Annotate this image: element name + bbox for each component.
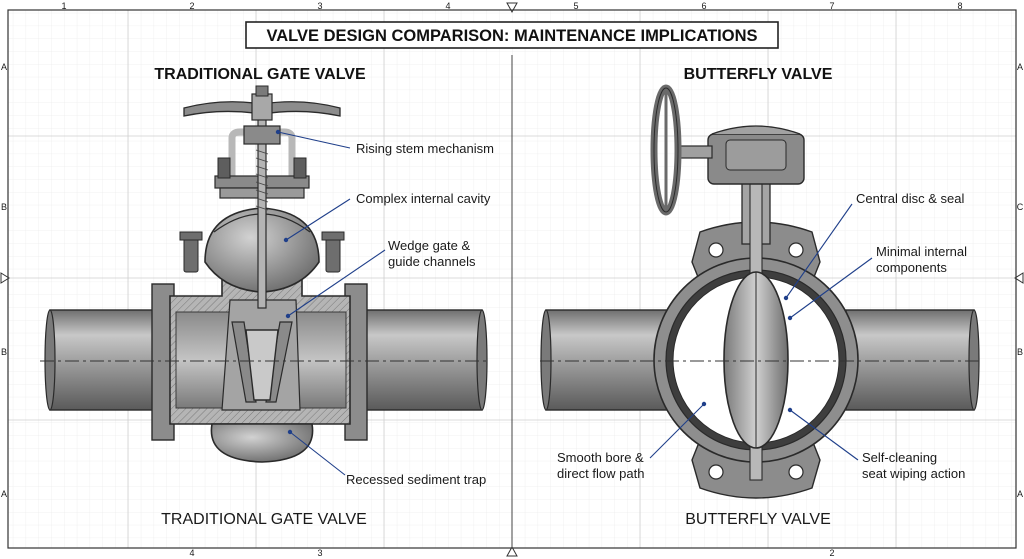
callout-central-disc: Central disc & seal [856,191,964,206]
callout-wedge-gate-2: guide channels [388,254,476,269]
zone-left-a1: A [1,62,7,72]
wedge-gate [245,329,279,401]
callout-minimal-1: Minimal internal [876,244,967,259]
callout-internal-cavity: Complex internal cavity [356,191,491,206]
zone-left-b1: B [1,202,7,212]
gate-bonnet-bolts [179,231,345,273]
zone-top-5: 5 [573,1,578,11]
zone-right-a1: A [1017,62,1023,72]
zone-top-2: 2 [189,1,194,11]
zone-top-1: 1 [61,1,66,11]
gate-valve-drawing [44,85,488,463]
butterfly-leaders [649,203,873,461]
stem-threads [255,149,269,211]
gate-outlet-pipe [357,309,483,411]
sediment-trap [210,423,314,463]
callout-smooth-bore-2: direct flow path [557,466,644,481]
butterfly-outlet-pipe [845,309,975,411]
zone-right-b: B [1017,347,1023,357]
zone-top-6: 6 [701,1,706,11]
callout-smooth-bore-1: Smooth bore & [557,450,644,465]
gate-valve-caption: TRADITIONAL GATE VALVE [161,511,367,528]
butterfly-lug-holes [708,242,804,480]
callout-self-cleaning-1: Self-cleaning [862,450,937,465]
zone-top-4: 4 [445,1,450,11]
gate-leaders [277,131,386,476]
gate-inlet-pipe [49,309,171,411]
callout-self-cleaning-2: seat wiping action [862,466,965,481]
zone-bottom-2: 2 [829,548,834,558]
butterfly-valve-heading: BUTTERFLY VALVE [684,66,833,83]
callout-sediment-trap: Recessed sediment trap [346,472,486,487]
zone-left-a2: A [1,489,7,499]
butterfly-valve-drawing [540,84,980,499]
callout-wedge-gate-1: Wedge gate & [388,238,470,253]
zone-right-c: C [1017,202,1024,212]
gate-valve-heading: TRADITIONAL GATE VALVE [154,66,366,83]
callout-rising-stem: Rising stem mechanism [356,141,494,156]
zone-bottom-4: 4 [189,548,194,558]
zone-right-a2: A [1017,489,1023,499]
butterfly-inlet-pipe [545,309,669,411]
zone-left-b2: B [1,347,7,357]
zone-bottom-3: 3 [317,548,322,558]
title-box [245,21,779,49]
callout-minimal-2: components [876,260,947,275]
zone-top-8: 8 [957,1,962,11]
page-title: VALVE DESIGN COMPARISON: MAINTENANCE IMP… [266,27,757,45]
zone-top-7: 7 [829,1,834,11]
butterfly-valve-caption: BUTTERFLY VALVE [685,511,831,528]
zone-top-3: 3 [317,1,322,11]
